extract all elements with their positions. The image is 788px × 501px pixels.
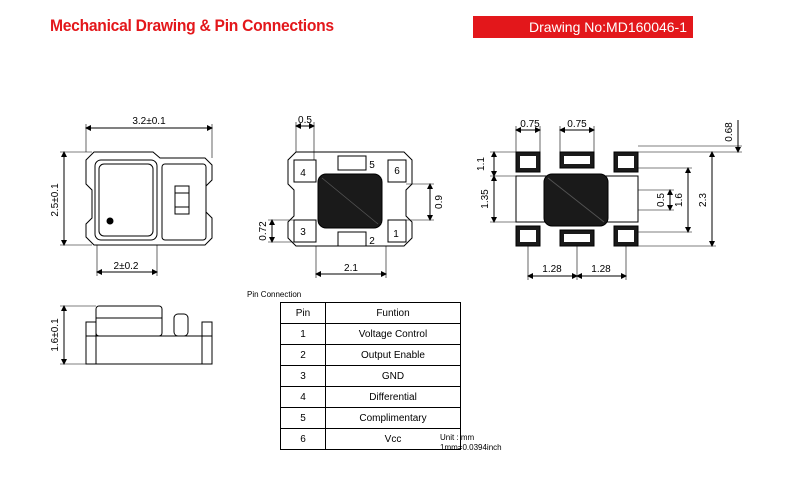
land-right-small-label: 0.68 (724, 122, 735, 142)
land-bottom-left-label: 1.28 (542, 264, 562, 275)
bottom-pitch-label: 2.1 (344, 263, 358, 274)
bottom-pad-height-label: 0.72 (258, 221, 269, 241)
top-width-label: 3.2±0.1 (132, 116, 166, 127)
top-view: 3.2±0.1 2.5±0.1 2±0.2 (50, 116, 213, 276)
pin-label-4: 4 (300, 168, 306, 179)
bottom-view: 4 5 6 3 2 1 0.5 0.72 2.1 0.9 (258, 115, 445, 278)
function-cell: Vcc (325, 428, 461, 450)
table-header-row: Pin Funtion (280, 302, 461, 324)
pin-cell: 4 (280, 386, 326, 408)
unit-line: Unit : mm (440, 433, 475, 442)
function-cell: Output Enable (325, 344, 461, 366)
pin-label-6: 6 (394, 166, 400, 177)
pad-2 (337, 231, 367, 247)
pin-cell: 1 (280, 323, 326, 345)
pad-6 (387, 159, 407, 183)
header-pin: Pin (280, 302, 326, 324)
function-cell: Voltage Control (325, 323, 461, 345)
page-title: Mechanical Drawing & Pin Connections (50, 16, 334, 35)
pin-label-3: 3 (300, 227, 306, 238)
bottom-pad-width-label: 0.5 (298, 115, 312, 126)
pin-label-1: 1 (393, 229, 399, 240)
land-right-c-label: 2.3 (698, 193, 709, 207)
pin-connection-caption: Pin Connection (247, 290, 302, 299)
land-top-left-label: 1.1 (476, 157, 487, 171)
header-function: Funtion (325, 302, 461, 324)
pin-cell: 3 (280, 365, 326, 387)
land-pad-w1-label: 0.75 (520, 119, 540, 130)
land-bottom-right-label: 1.28 (591, 264, 611, 275)
table-row: 6 Vcc (280, 428, 461, 450)
pad-3 (293, 219, 317, 243)
table-row: 4 Differential (280, 386, 461, 408)
function-cell: Differential (325, 386, 461, 408)
pin-connection-table: Pin Funtion 1 Voltage Control 2 Output E… (280, 302, 461, 450)
table-row: 2 Output Enable (280, 344, 461, 366)
function-cell: GND (325, 365, 461, 387)
pad-5 (337, 155, 367, 171)
land-pad-w2-label: 0.75 (567, 119, 587, 130)
pad-1 (387, 219, 407, 243)
pad-4 (293, 159, 317, 183)
pin1-marker-dot (106, 217, 114, 225)
pin-cell: 6 (280, 428, 326, 450)
land-left-label: 1.35 (480, 189, 491, 209)
side-view: 1.6±0.1 (50, 305, 213, 365)
bottom-right-label: 0.9 (434, 195, 445, 209)
land-right-a-label: 0.5 (656, 193, 667, 207)
conversion-line: 1mm=0.0394inch (440, 443, 502, 452)
pin-cell: 5 (280, 407, 326, 429)
table-row: 3 GND (280, 365, 461, 387)
function-cell: Complimentary (325, 407, 461, 429)
drawing-number-badge: Drawing No:MD160046-1 (473, 16, 693, 38)
land-pattern-view: 0.75 0.75 1.1 1.35 0.68 0.5 1.6 2.3 1.28… (476, 119, 742, 280)
pin-cell: 2 (280, 344, 326, 366)
unit-note: Unit : mm 1mm=0.0394inch (440, 433, 502, 453)
table-row: 1 Voltage Control (280, 323, 461, 345)
land-right-b-label: 1.6 (674, 193, 685, 207)
pin-label-5: 5 (369, 160, 375, 171)
top-height-label: 2.5±0.1 (50, 183, 61, 217)
side-height-label: 1.6±0.1 (50, 318, 61, 352)
table-row: 5 Complimentary (280, 407, 461, 429)
pin-label-2: 2 (369, 236, 375, 247)
top-bottom-label: 2±0.2 (114, 261, 139, 272)
